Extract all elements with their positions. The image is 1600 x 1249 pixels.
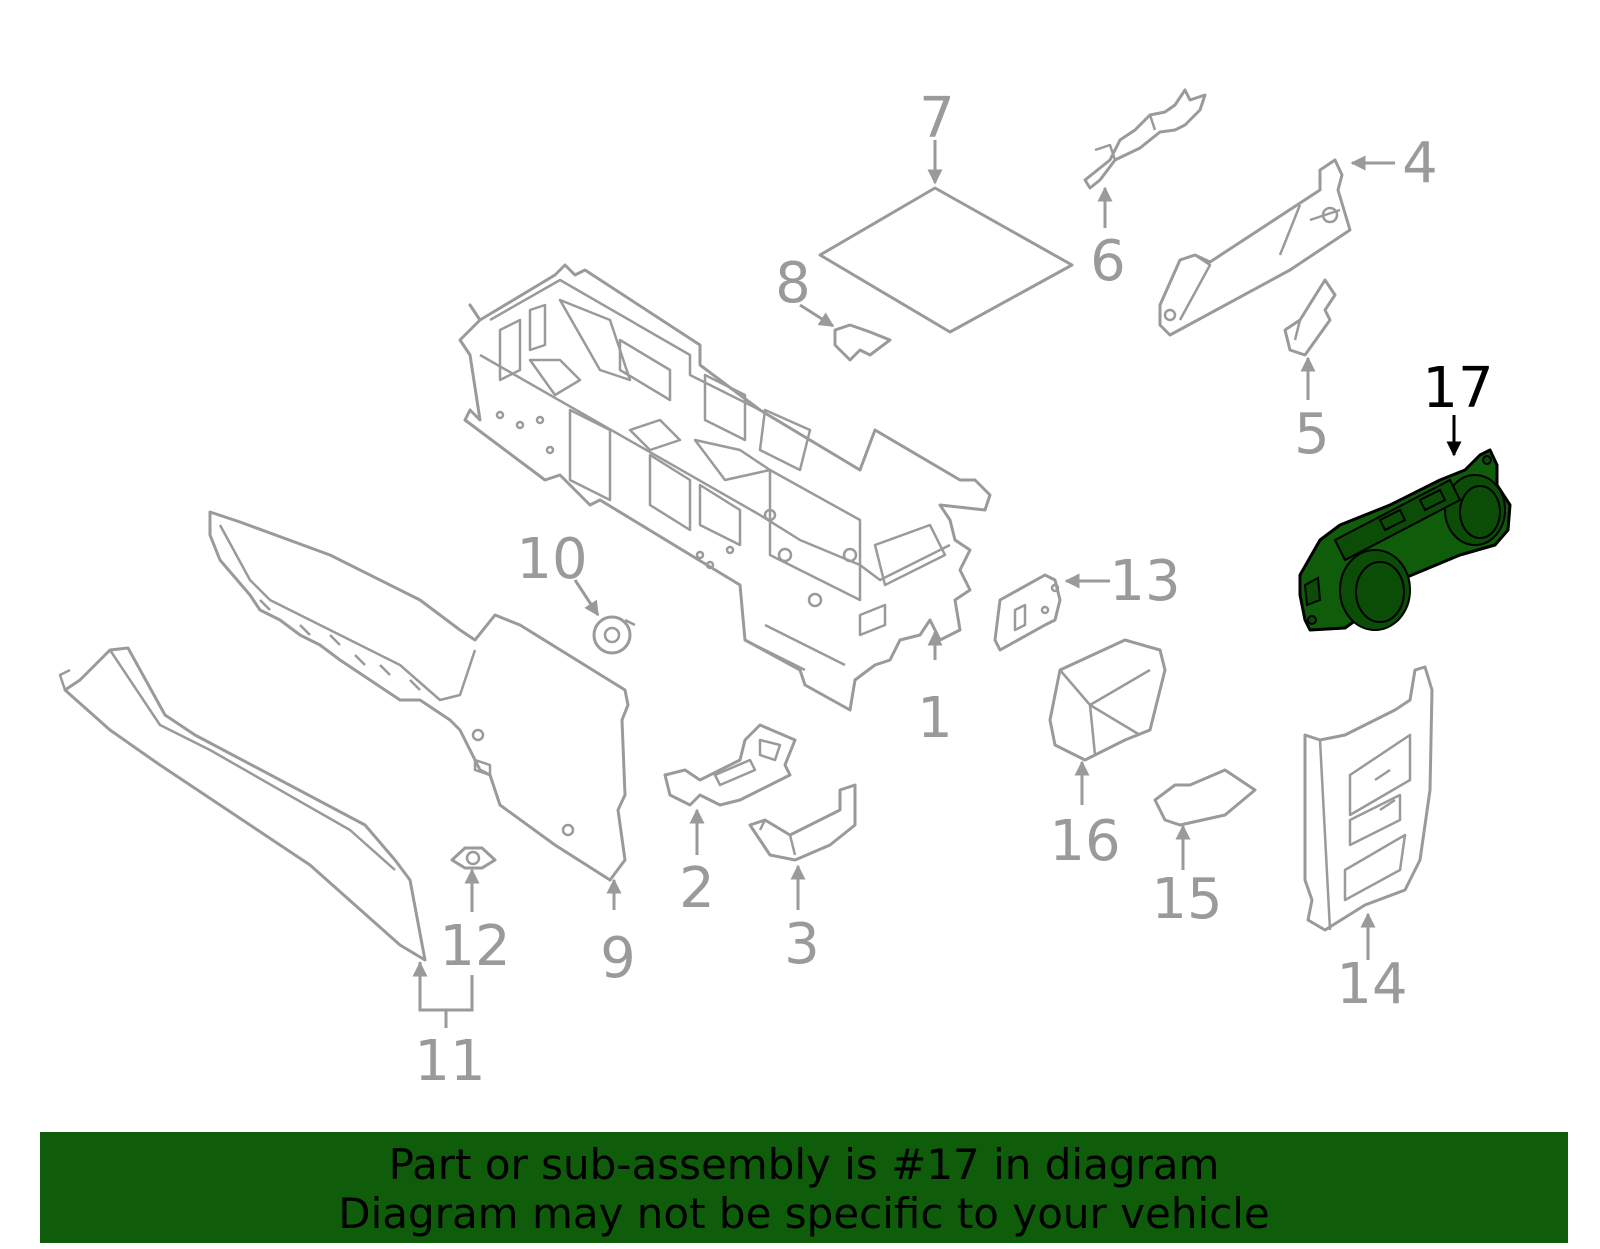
part-3-bracket [748,783,857,862]
banner-line-2: Diagram may not be specific to your vehi… [338,1189,1270,1238]
callout-6: 6 [1090,229,1126,294]
part-17-climate-control [1298,448,1512,632]
callout-13: 13 [1109,549,1180,614]
part-13-module [993,573,1062,652]
callout-16: 16 [1049,809,1120,874]
part-16-box [1048,638,1167,762]
callout-12: 12 [439,914,510,979]
part-12-clip [450,846,497,870]
part-14-rear-panel [1303,665,1434,932]
part-11-side-trim [58,646,427,962]
callout-labels: 1 2 3 4 5 6 7 8 9 10 11 12 13 14 15 16 1… [414,86,1493,1094]
callout-5: 5 [1294,402,1330,467]
part-10-knob [592,615,636,655]
callout-14: 14 [1336,952,1407,1017]
part-9-side-panel [208,510,630,882]
callout-8: 8 [775,251,811,316]
part-15-cap [1153,768,1257,827]
callout-9: 9 [600,926,636,991]
part-7-mat [818,186,1074,334]
callout-4: 4 [1402,131,1438,196]
callout-11: 11 [414,1029,485,1094]
callout-17: 17 [1422,356,1493,421]
part-2-bracket [663,723,797,807]
part-5-clip [1283,278,1337,357]
callout-1: 1 [917,686,953,751]
parts-diagram: 1 2 3 4 5 6 7 8 9 10 11 12 13 14 15 16 1… [58,86,1512,1094]
part-4-trim-panel [1158,158,1352,337]
callout-3: 3 [784,912,820,977]
part-1-console-frame [458,263,992,712]
callout-15: 15 [1151,867,1222,932]
info-banner: Part or sub-assembly is #17 in diagram D… [40,1132,1568,1243]
part-8-clip [833,323,892,362]
callout-2: 2 [679,856,715,921]
callout-7: 7 [919,86,955,151]
leader-lines [412,140,1462,1028]
callout-10: 10 [516,527,587,592]
banner-line-1: Part or sub-assembly is #17 in diagram [388,1140,1220,1189]
part-6-bracket [1083,88,1207,190]
